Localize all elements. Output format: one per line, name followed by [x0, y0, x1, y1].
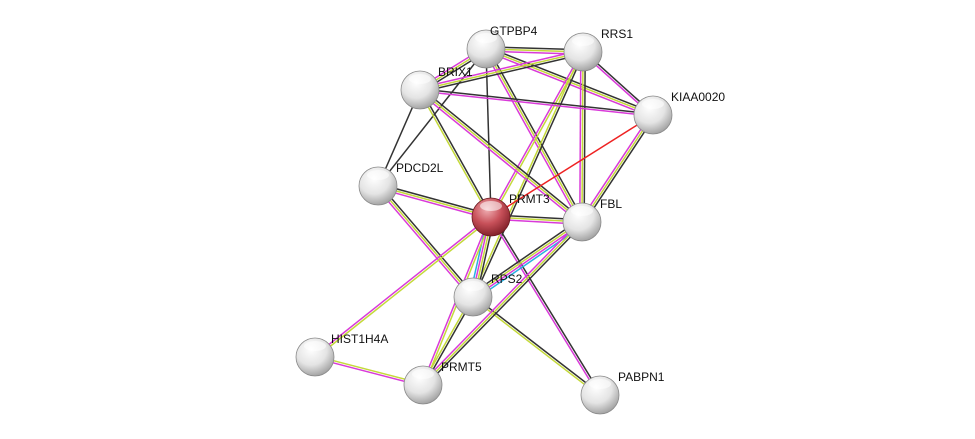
edge-line-database: [424, 223, 585, 388]
node-rrs1[interactable]: RRS1: [563, 27, 633, 72]
edge-RRS1-BRIX1[interactable]: [419, 49, 584, 93]
edge-PDCD2L-PRMT3[interactable]: [377, 183, 492, 220]
node-brix1[interactable]: BRIX1: [400, 65, 473, 110]
edge-line-database: [473, 295, 602, 395]
node-highlight: [304, 341, 326, 351]
edge-GTPBP4-PDCD2L[interactable]: [377, 48, 487, 187]
node-highlight: [589, 379, 611, 389]
edge-line-experiments: [420, 219, 581, 384]
node-highlight: [642, 99, 664, 109]
edge-line-database: [491, 216, 602, 395]
edge-line-textmining: [471, 220, 582, 297]
node-prmt5[interactable]: PRMT5: [403, 360, 482, 405]
edge-line-database: [470, 218, 581, 295]
edge-BRIX1-PRMT3[interactable]: [418, 89, 493, 218]
edge-line-textmining: [471, 297, 600, 397]
edge-PDCD2L-RPS2[interactable]: [375, 184, 476, 299]
edge-line-textmining: [377, 185, 492, 218]
node-label: HIST1H4A: [331, 332, 388, 346]
edge-line-experiments: [313, 215, 491, 357]
edge-line-database: [420, 87, 584, 221]
edge-line-textmining: [581, 114, 654, 223]
edge-line-database: [486, 46, 655, 114]
edge-line-textmining: [377, 185, 474, 298]
edge-line-experiments: [579, 51, 582, 222]
edge-line-database: [420, 53, 584, 93]
node-label: GTPBP4: [490, 24, 538, 38]
edge-line-experiments: [484, 50, 653, 118]
node-label: FBL: [600, 197, 622, 211]
edges-layer: [313, 46, 656, 397]
node-highlight: [475, 33, 497, 43]
edge-line-experiments: [473, 222, 584, 299]
edge-line-experiments: [483, 49, 581, 224]
node-kiaa0020[interactable]: KIAA0020: [633, 90, 725, 135]
node-label: BRIX1: [438, 65, 473, 79]
node-label: PRMT3: [509, 192, 550, 206]
edge-line-textmining: [419, 51, 584, 91]
edge-line-experiments: [375, 186, 472, 299]
edge-line-database: [377, 48, 487, 187]
edge-RPS2-FBL[interactable]: [470, 218, 585, 301]
edge-line-experiments: [419, 49, 583, 89]
edge-RPS2-PABPN1[interactable]: [471, 295, 602, 397]
edge-line-fusion: [490, 114, 654, 218]
edge-KIAA0020-FBL[interactable]: [579, 113, 656, 224]
edge-line-experiments: [419, 90, 653, 117]
edge-line-experiments: [489, 51, 583, 217]
edge-GTPBP4-KIAA0020[interactable]: [484, 46, 655, 118]
edge-line-database: [583, 52, 586, 223]
edge-line-experiments: [489, 217, 600, 396]
node-label: RRS1: [601, 27, 633, 41]
edge-line-database: [378, 183, 492, 216]
node-highlight: [409, 74, 431, 84]
edge-line-database: [583, 115, 656, 224]
edge-PRMT3-HIST1H4A[interactable]: [313, 215, 493, 359]
node-rps2[interactable]: RPS2: [453, 272, 523, 317]
node-label: PABPN1: [618, 370, 665, 384]
edge-line-experiments: [418, 91, 582, 225]
node-highlight: [572, 36, 594, 46]
edge-line-database: [473, 52, 585, 298]
node-label: KIAA0020: [671, 90, 725, 104]
edge-line-textmining: [422, 221, 583, 386]
edge-line-experiments: [579, 113, 652, 222]
edge-RRS1-FBL[interactable]: [579, 51, 586, 223]
edge-BRIX1-KIAA0020[interactable]: [419, 88, 654, 117]
node-label: RPS2: [491, 272, 523, 286]
edge-line-database: [420, 89, 493, 217]
node-gtpbp4[interactable]: GTPBP4: [466, 24, 538, 69]
edge-line-experiments: [377, 187, 491, 220]
node-highlight: [480, 201, 502, 211]
node-pabpn1[interactable]: PABPN1: [580, 370, 665, 415]
edge-PRMT3-PABPN1[interactable]: [489, 216, 602, 396]
node-pdcd2l[interactable]: PDCD2L: [358, 161, 444, 206]
edge-line-textmining: [418, 90, 491, 218]
edge-line-textmining: [581, 51, 584, 223]
edge-line-database: [379, 184, 476, 297]
node-highlight: [367, 170, 389, 180]
edge-line-textmining: [315, 217, 493, 359]
node-hist1h4a[interactable]: HIST1H4A: [295, 332, 388, 377]
edge-FBL-PRMT5[interactable]: [420, 219, 585, 388]
node-highlight: [412, 369, 434, 379]
edge-line-textmining: [485, 48, 583, 223]
edge-BRIX1-FBL[interactable]: [418, 87, 584, 225]
node-label: PDCD2L: [396, 161, 444, 175]
edge-KIAA0020-PRMT3[interactable]: [490, 114, 654, 218]
node-label: PRMT5: [441, 360, 482, 374]
node-fbl[interactable]: FBL: [562, 197, 622, 242]
node-highlight: [571, 206, 593, 216]
edge-line-cooccurrence: [474, 224, 585, 301]
edge-line-textmining: [419, 89, 583, 223]
node-highlight: [462, 281, 484, 291]
edge-line-database: [420, 88, 654, 115]
edge-line-textmining: [485, 48, 654, 116]
node-prmt3[interactable]: PRMT3: [471, 192, 550, 237]
